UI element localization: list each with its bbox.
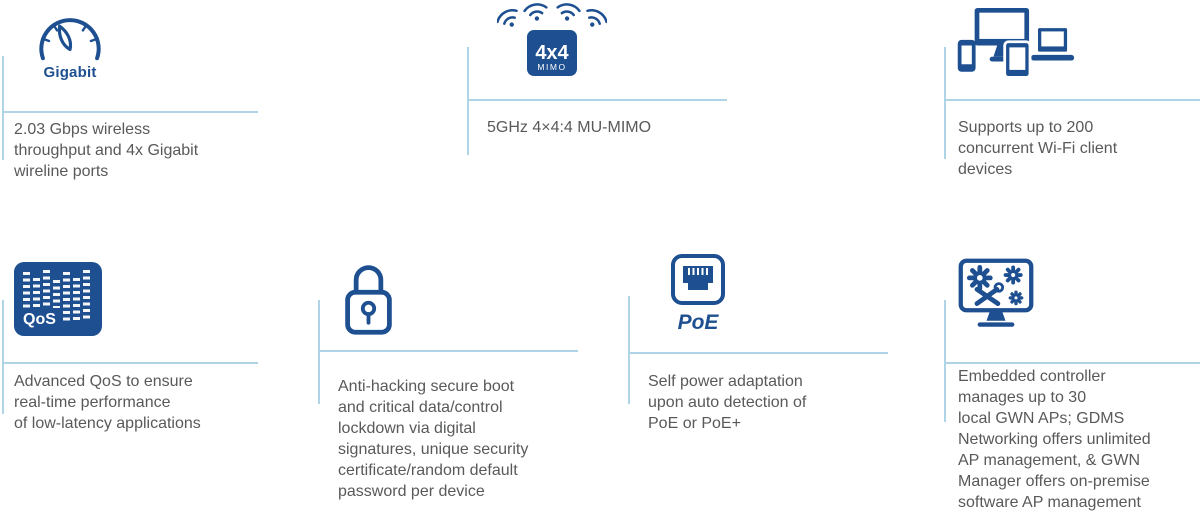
qos-equalizer-icon: QoS	[14, 262, 102, 336]
equalizer-bar	[73, 278, 80, 322]
accent-line-vertical	[2, 56, 4, 160]
feature-gigabit: Gigabit 2.03 Gbps wireless throughput an…	[2, 0, 258, 210]
accent-line-vertical	[318, 300, 320, 404]
feature-controller: Embedded controller manages up to 30 loc…	[944, 250, 1200, 516]
ethernet-port-icon	[671, 254, 725, 305]
feature-text: 2.03 Gbps wireless throughput and 4x Gig…	[14, 121, 199, 180]
equalizer-bar	[33, 278, 40, 308]
feature-mu-mimo: 4x4 MIMO 5GHz 4×4:4 MU-MIMO	[467, 0, 727, 170]
mimo-4x4-label: 4x4	[535, 42, 569, 64]
feature-security: Anti-hacking secure boot and critical da…	[318, 250, 578, 516]
qos-label: QoS	[23, 311, 56, 328]
accent-line-horizontal	[944, 99, 1200, 101]
management-icon-wrap	[956, 256, 1036, 336]
feature-text: Embedded controller manages up to 30 loc…	[958, 368, 1151, 511]
accent-line-horizontal	[467, 99, 727, 101]
accent-line-horizontal	[318, 350, 578, 352]
accent-line-horizontal	[944, 362, 1200, 364]
feature-text: Anti-hacking secure boot and critical da…	[338, 378, 529, 500]
accent-line-vertical	[944, 47, 946, 159]
equalizer-bar	[83, 270, 90, 322]
accent-line-horizontal	[2, 362, 258, 364]
poe-label: PoE	[677, 311, 719, 334]
accent-line-horizontal	[628, 352, 888, 354]
management-monitor-icon	[958, 258, 1034, 327]
accent-line-vertical	[628, 296, 630, 404]
mimo-sub-label: MIMO	[537, 62, 566, 72]
feature-text: Advanced QoS to ensure real-time perform…	[14, 373, 201, 432]
accent-line-horizontal	[2, 111, 258, 113]
mimo-icon-wrap: 4x4 MIMO	[497, 0, 607, 78]
equalizer-bar	[63, 272, 70, 322]
padlock-icon	[345, 265, 392, 335]
accent-line-vertical	[2, 300, 4, 414]
gigabit-label: Gigabit	[43, 64, 97, 81]
poe-icon-wrap: PoE	[668, 252, 728, 335]
feature-text: Self power adaptation upon auto detectio…	[648, 373, 807, 432]
feature-poe: PoE Self power adaptation upon auto dete…	[628, 250, 888, 516]
accent-line-vertical	[467, 47, 469, 155]
equalizer-bar	[53, 280, 60, 308]
equalizer-bar	[43, 270, 50, 308]
speedometer-icon	[39, 18, 101, 61]
devices-icon	[957, 7, 1075, 79]
devices-icon-wrap	[954, 6, 1076, 85]
gigabit-icon-wrap: Gigabit	[28, 12, 112, 81]
equalizer-bar	[23, 272, 30, 308]
feature-text: 5GHz 4×4:4 MU-MIMO	[487, 119, 652, 136]
feature-qos: QoS Advanced QoS to ensure real-time per…	[2, 250, 258, 516]
mimo-wifi-icon: 4x4 MIMO	[497, 3, 607, 76]
feature-text: Supports up to 200 concurrent Wi-Fi clie…	[958, 119, 1118, 178]
lock-icon-wrap	[340, 256, 397, 340]
accent-line-vertical	[944, 300, 946, 422]
feature-client-capacity: Supports up to 200 concurrent Wi-Fi clie…	[944, 0, 1200, 210]
